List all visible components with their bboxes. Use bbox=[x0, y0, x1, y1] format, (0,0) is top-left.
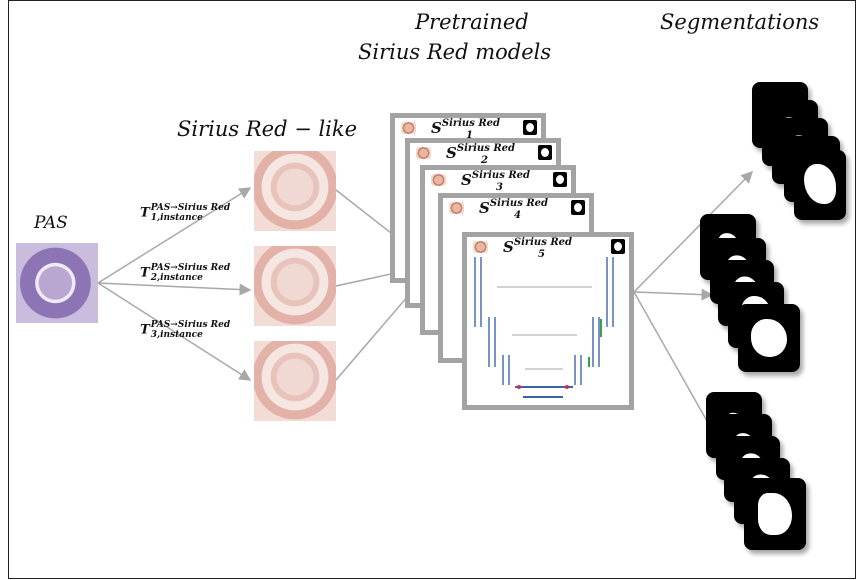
arrow-models-to-seg2 bbox=[633, 288, 714, 301]
model-label-5: SSirius Red5 bbox=[503, 237, 572, 260]
arrow-models-to-seg1 bbox=[633, 170, 754, 293]
model-output-thumb bbox=[538, 145, 552, 160]
model-label-1: SSirius Red1 bbox=[431, 118, 500, 141]
pas-input-image bbox=[16, 243, 98, 323]
model-output-thumb bbox=[611, 239, 625, 254]
sirius-like-image-3 bbox=[254, 341, 336, 421]
segmentation-mask bbox=[744, 478, 806, 550]
segmentation-mask bbox=[738, 304, 800, 372]
segmentation-mask bbox=[794, 150, 846, 220]
model-label-3: SSirius Red3 bbox=[461, 170, 530, 193]
segmentations-label: Segmentations bbox=[660, 10, 820, 34]
arrow-pas-to-t2 bbox=[97, 282, 252, 296]
pretrained-label-line1: Pretrained bbox=[415, 10, 529, 34]
pas-label: PAS bbox=[34, 213, 68, 233]
model-label-4: SSirius Red4 bbox=[479, 198, 548, 221]
model-input-thumb bbox=[416, 147, 431, 159]
model-input-thumb bbox=[431, 174, 446, 186]
figure-border bbox=[8, 0, 856, 579]
model-input-thumb bbox=[449, 202, 464, 214]
sirius-like-image-1 bbox=[254, 151, 336, 231]
model-output-thumb bbox=[553, 172, 567, 187]
pretrained-label-line2: Sirius Red models bbox=[358, 40, 552, 64]
sirius-like-image-2 bbox=[254, 246, 336, 326]
model-output-thumb bbox=[523, 120, 537, 135]
arrow-pas-to-t3 bbox=[97, 282, 252, 381]
arrow-pas-to-t1 bbox=[97, 187, 252, 284]
model-output-thumb bbox=[571, 200, 585, 215]
model-input-thumb bbox=[473, 241, 488, 253]
unet-architecture-icon bbox=[474, 257, 614, 398]
model-input-thumb bbox=[401, 122, 416, 134]
model-card-5: SSirius Red5 bbox=[462, 232, 634, 410]
model-label-2: SSirius Red2 bbox=[446, 143, 515, 166]
sirius-like-label: Sirius Red − like bbox=[177, 117, 358, 141]
